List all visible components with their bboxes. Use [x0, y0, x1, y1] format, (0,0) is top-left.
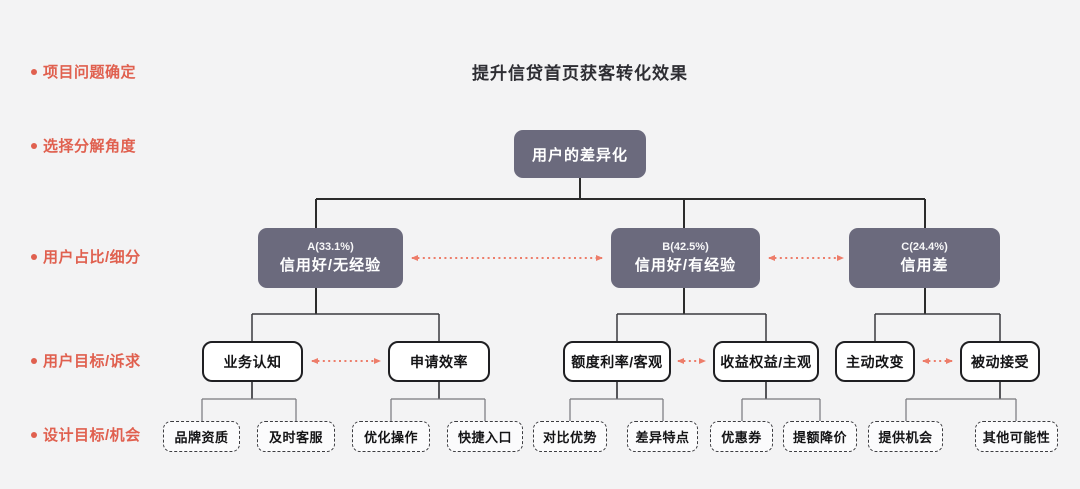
segment-node-b: B(42.5%) 信用好/有经验 — [611, 228, 760, 288]
opportunity-node: 优惠券 — [710, 421, 773, 452]
opportunity-node: 及时客服 — [257, 421, 335, 452]
goal-node: 被动接受 — [960, 341, 1040, 382]
opportunity-node: 优化操作 — [352, 421, 430, 452]
opportunity-node: 快捷入口 — [447, 421, 523, 452]
bullet-icon — [31, 253, 37, 260]
comparison-arrows — [311, 255, 953, 364]
row-label-angle: 选择分解角度 — [31, 135, 136, 156]
segment-share: A(33.1%) — [307, 241, 354, 253]
opportunity-node: 提供机会 — [868, 421, 943, 452]
goal-node: 业务认知 — [202, 341, 303, 382]
bullet-icon — [31, 431, 37, 438]
segment-share: C(24.4%) — [901, 241, 948, 253]
opportunity-node: 其他可能性 — [975, 421, 1058, 452]
segment-label: 信用好/有经验 — [634, 257, 737, 274]
row-label-user-share: 用户占比/细分 — [31, 246, 141, 267]
opportunity-node: 对比优势 — [533, 421, 607, 452]
goal-node: 收益权益/主观 — [713, 341, 819, 382]
bullet-icon — [31, 142, 37, 149]
goal-node: 额度利率/客观 — [563, 341, 671, 382]
segment-label: 信用差 — [900, 257, 949, 274]
row-label-text: 项目问题确定 — [43, 64, 137, 81]
segment-share: B(42.5%) — [662, 241, 709, 253]
goal-node: 主动改变 — [835, 341, 915, 382]
row-label-user-goal: 用户目标/诉求 — [31, 350, 141, 371]
row-label-text: 设计目标/机会 — [43, 427, 141, 444]
segment-label: 信用好/无经验 — [279, 257, 382, 274]
root-node: 用户的差异化 — [514, 130, 646, 178]
row-label-problem: 项目问题确定 — [31, 61, 136, 82]
opportunity-node: 品牌资质 — [163, 421, 240, 452]
row-label-text: 用户占比/细分 — [43, 249, 141, 266]
bullet-icon — [31, 357, 37, 364]
opportunity-node: 差异特点 — [627, 421, 698, 452]
goal-node: 申请效率 — [388, 341, 490, 382]
row-label-design-goal: 设计目标/机会 — [31, 424, 141, 445]
bullet-icon — [31, 68, 37, 75]
opportunity-node: 提额降价 — [783, 421, 857, 452]
row-label-text: 用户目标/诉求 — [43, 353, 141, 370]
page-title: 提升信贷首页获客转化效果 — [472, 64, 688, 83]
segment-node-a: A(33.1%) 信用好/无经验 — [258, 228, 403, 288]
row-label-text: 选择分解角度 — [43, 138, 137, 155]
segment-node-c: C(24.4%) 信用差 — [849, 228, 1000, 288]
